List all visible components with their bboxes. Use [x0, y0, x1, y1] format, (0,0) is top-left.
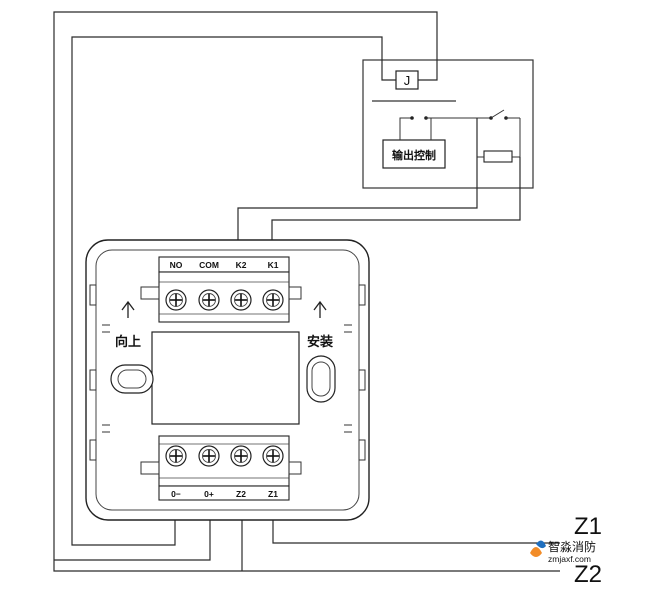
- wire-inner-loop: [71, 36, 396, 546]
- side-clip: [89, 369, 97, 391]
- side-clip: [89, 284, 97, 306]
- wire-k1: [271, 157, 521, 257]
- install-label: 安装: [307, 334, 333, 349]
- internal-wire-left: [399, 117, 412, 140]
- bottom-terminal-label-strip: [158, 485, 290, 501]
- terminal-tab: [288, 286, 302, 300]
- terminal-label-z2: Z2: [236, 489, 246, 499]
- terminal-label-com: COM: [199, 260, 219, 270]
- wire-outer-loop: [53, 11, 560, 572]
- contact-dot: [410, 116, 414, 120]
- module-housing: 向上 安装: [85, 239, 370, 521]
- bus-label-z2: Z2: [574, 561, 602, 588]
- mounting-slot-left-inner: [117, 369, 147, 389]
- terminal-label-no: NO: [170, 260, 183, 270]
- label-window: [151, 331, 300, 425]
- relay-contact-switch: [490, 109, 505, 119]
- screw-terminal-no: [165, 289, 187, 311]
- screw-terminal-0minus: [165, 445, 187, 467]
- internal-wire-right: [426, 117, 432, 140]
- top-terminal-block: NO COM K2 K1: [140, 256, 302, 323]
- screw-terminal-z2: [230, 445, 252, 467]
- terminal-tab: [140, 286, 160, 300]
- mounting-slot-right-inner: [311, 361, 331, 397]
- side-clip: [89, 439, 97, 461]
- resistor: [483, 150, 513, 163]
- side-clip: [358, 369, 366, 391]
- output-control-block: [382, 139, 446, 169]
- mounting-slot-left: [110, 364, 154, 394]
- watermark-brand: 智淼消防: [548, 539, 596, 554]
- wire-k2: [237, 118, 478, 257]
- screw-terminal-k1: [262, 289, 284, 311]
- up-arrow-left-icon: [121, 300, 135, 318]
- brand-logo-icon: [530, 540, 546, 557]
- up-arrow-right-icon: [313, 300, 327, 318]
- terminal-label-z1: Z1: [268, 489, 278, 499]
- side-clip: [358, 284, 366, 306]
- terminal-tab: [288, 461, 302, 475]
- screw-terminal-k2: [230, 289, 252, 311]
- watermark: 智淼消防 zmjaxf.com: [530, 539, 596, 564]
- terminal-label-k1: K1: [268, 260, 279, 270]
- screw-terminal-0plus: [198, 445, 220, 467]
- relay-box-border: [362, 59, 534, 189]
- terminal-label-0minus: 0−: [171, 489, 181, 499]
- terminal-label-k2: K2: [236, 260, 247, 270]
- bottom-terminal-block: 0− 0+ Z2 Z1: [140, 435, 302, 501]
- screw-terminal-com: [198, 289, 220, 311]
- screw-terminal-z1: [262, 445, 284, 467]
- side-clip: [358, 439, 366, 461]
- bus-label-z1: Z1: [574, 513, 602, 540]
- relay-label: J: [404, 73, 411, 88]
- relay-box: J 输出控制: [362, 59, 534, 189]
- terminal-label-0plus: 0+: [204, 489, 214, 499]
- output-control-label: 输出控制: [392, 148, 436, 162]
- mounting-slot-right: [306, 355, 336, 403]
- terminal-tab: [140, 461, 160, 475]
- install-up-label: 向上: [115, 334, 141, 349]
- watermark-site: zmjaxf.com: [548, 554, 591, 564]
